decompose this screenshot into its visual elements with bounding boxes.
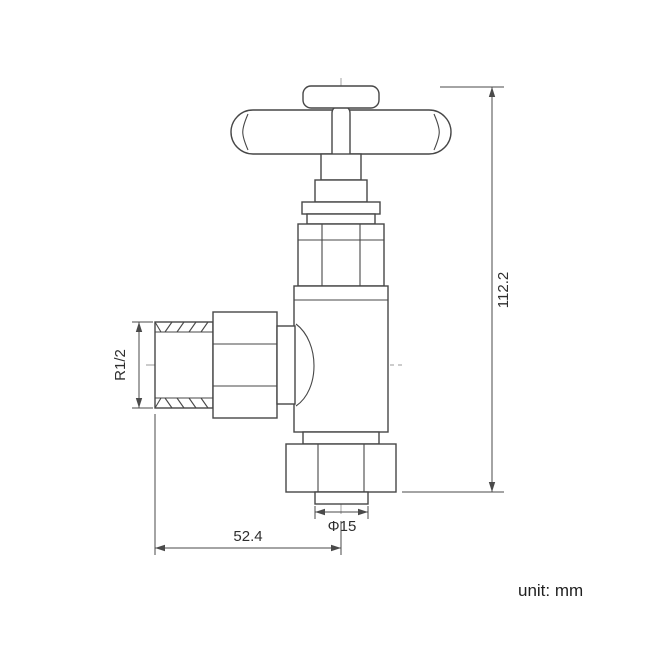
dimension-inlet-length: 52.4 [154,414,342,555]
height-dimension-label: 112.2 [495,272,512,308]
unit-note: unit: mm [518,581,583,600]
inlet-hex-nut [212,311,296,419]
valve-bonnet [301,201,381,225]
outlet-tailpiece [314,491,369,505]
dimension-inlet-thread: R1/2 [112,321,153,409]
inlet-thread [154,321,214,409]
valve-handle [230,85,452,161]
valve-stem [314,153,368,203]
gland-nut [297,223,385,287]
dimension-height: 112.2 [402,86,512,493]
inlet-thread-dimension-label: R1/2 [112,349,129,381]
outlet-diameter-dimension-label: Φ15 [328,518,357,535]
valve-body [293,285,389,433]
inlet-length-dimension-label: 52.4 [233,528,262,545]
outlet-union-nut [285,431,397,493]
dimension-outlet-diameter: Φ15 [314,506,369,535]
